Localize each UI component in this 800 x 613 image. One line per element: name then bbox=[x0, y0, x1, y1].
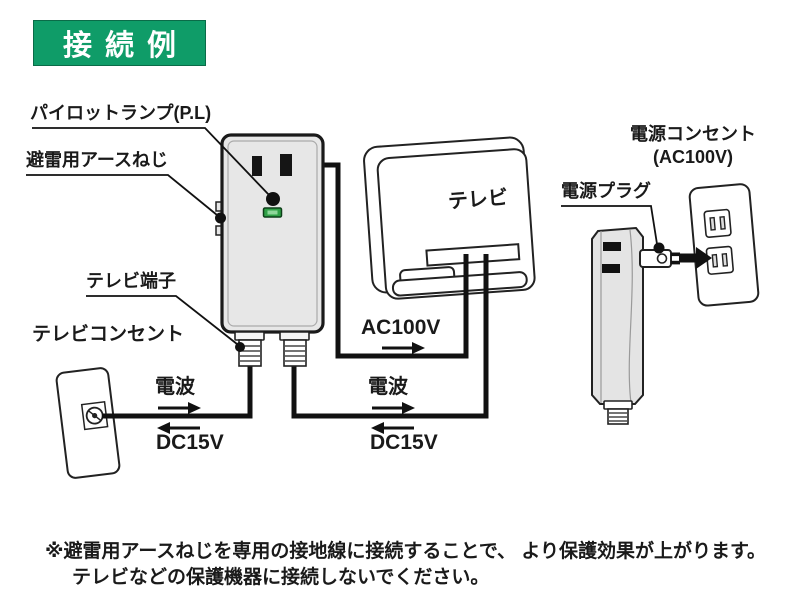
antenna-wire-device-to-tv bbox=[291, 254, 489, 419]
wall-power-outlet bbox=[688, 183, 760, 307]
footnote-line1: ※避雷用アースねじを専用の接地線に接続することで、 より保護効果が上がります。 bbox=[45, 541, 767, 562]
callout-pointers bbox=[26, 127, 658, 345]
socket-bottom-slot-left bbox=[711, 253, 719, 268]
power-plug-label: 電源プラグ bbox=[561, 181, 651, 201]
pilot-lamp-label: パイロットランプ(P.L) bbox=[30, 103, 212, 123]
socket-bottom-slot-right bbox=[721, 252, 729, 267]
adapter-vent-mark-bottom bbox=[602, 264, 620, 273]
radio-wave-left-label: 電波 bbox=[155, 376, 195, 398]
tv-terminal-pointer bbox=[86, 295, 238, 345]
tv-terminal-label: テレビ端子 bbox=[86, 271, 176, 291]
power-socket-top bbox=[703, 208, 732, 238]
radio-wave-left-arrow-icon bbox=[188, 402, 201, 414]
device-outlet-slot-right bbox=[280, 154, 292, 176]
plug-pivot-icon bbox=[656, 253, 668, 264]
adapter-highlight-line bbox=[628, 229, 633, 404]
antenna-wire-wall-to-device bbox=[102, 366, 253, 419]
socket-top-slot-left bbox=[709, 216, 716, 231]
radio-wave-right-arrow-icon bbox=[402, 402, 415, 414]
tv-terminal-right-threads bbox=[285, 345, 305, 362]
power-outlet-label-line2: (AC100V) bbox=[652, 147, 734, 167]
tv-connector-panel bbox=[425, 243, 521, 267]
power-outlet-label: 電源コンセント (AC100V) bbox=[608, 123, 778, 169]
tv-terminal-flange-left bbox=[234, 331, 265, 341]
dc15v-right-arrow-icon bbox=[371, 422, 384, 434]
earth-screw-label: 避雷用アースねじ bbox=[26, 150, 169, 170]
tv-stand-base bbox=[391, 271, 528, 297]
tv-illustration bbox=[363, 136, 536, 300]
adapter-f-connector-flange bbox=[603, 400, 633, 410]
power-plug-pointer-dot bbox=[653, 242, 665, 254]
socket-top-slot-right bbox=[719, 216, 726, 230]
footnote-line2: テレビなどの保護機器に接続しないでください。 bbox=[72, 567, 490, 588]
device-outlet-slot-left bbox=[252, 156, 262, 176]
protector-device bbox=[215, 133, 325, 367]
page-title: 接続例 bbox=[33, 20, 206, 66]
power-outlet-plate bbox=[688, 183, 760, 307]
tv-terminal-connector-right bbox=[283, 339, 307, 367]
radio-wave-right-label: 電波 bbox=[368, 376, 408, 398]
ac100v-label: AC100V bbox=[361, 316, 441, 339]
wall-tv-outlet bbox=[55, 367, 121, 479]
ac-adapter bbox=[591, 226, 680, 425]
pilot-lamp-pointer bbox=[32, 127, 271, 197]
coax-jack-center-pin bbox=[92, 413, 98, 419]
earth-screw-pointer-dot bbox=[215, 212, 226, 224]
tv-terminal-left-threads bbox=[240, 345, 260, 362]
plug-insert-arrow-icon bbox=[679, 247, 712, 269]
ac100v-arrow-icon bbox=[412, 342, 425, 354]
device-inner-line bbox=[227, 140, 318, 327]
tv-terminal-flange-right bbox=[279, 331, 310, 341]
dc15v-right-label: DC15V bbox=[370, 431, 438, 454]
tv-outlet-label: テレビコンセント bbox=[32, 324, 185, 345]
dc15v-left-label: DC15V bbox=[156, 431, 224, 454]
dc15v-left-arrow-icon bbox=[157, 422, 170, 434]
plug-prong-top bbox=[671, 252, 680, 257]
power-plug-pointer bbox=[561, 205, 658, 245]
ac-adapter-body bbox=[591, 226, 644, 405]
power-socket-bottom bbox=[705, 245, 734, 275]
earth-screw-pointer bbox=[26, 174, 218, 216]
signal-arrows bbox=[157, 342, 425, 434]
pilot-led-highlight bbox=[267, 210, 278, 215]
device-body bbox=[220, 133, 325, 334]
plug-prong-bottom bbox=[671, 260, 680, 265]
tv-terminal-pointer-dot bbox=[235, 342, 245, 352]
tv-label: テレビ bbox=[447, 186, 509, 214]
power-outlet-label-line1: 電源コンセント bbox=[630, 124, 756, 144]
adapter-vent-mark-top bbox=[603, 242, 621, 251]
adapter-f-connector-threads bbox=[609, 412, 627, 422]
